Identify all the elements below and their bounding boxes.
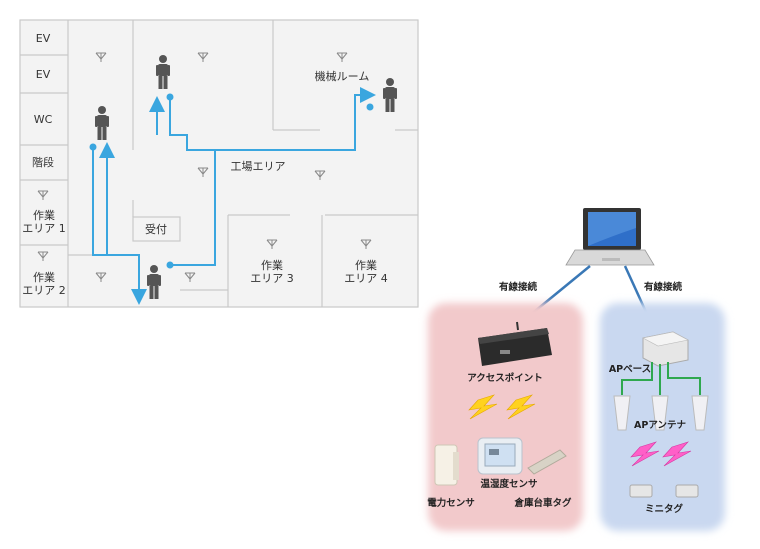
power-sensor-label: 電力センサ (427, 497, 475, 509)
ap-base-icon (642, 331, 689, 367)
path-to-machine (187, 87, 376, 151)
laptop-icon (565, 208, 655, 266)
room-label-work2-line1: 作業 (33, 271, 55, 284)
wired-link-right-label: 有線接続 (644, 281, 683, 293)
cart-tag-icon (527, 449, 567, 475)
room-label-work3-line1: 作業 (261, 259, 283, 272)
temperature-sensor-label: 温湿度センサ (480, 478, 537, 490)
room-label-work4-line1: 作業 (355, 259, 377, 272)
ap-base-label: APベース (609, 364, 651, 375)
mini-tag-icon (629, 484, 699, 498)
cart-tag-label: 倉庫台車タグ (513, 497, 572, 509)
room-label-factory: 工場エリア (231, 160, 286, 173)
active-tag-panel (428, 303, 583, 531)
floor-plan (19, 19, 419, 308)
room-label-work1-line2: エリア 1 (22, 222, 66, 235)
room-label-ev1: EV (36, 32, 51, 45)
path-start-dot (166, 93, 174, 101)
path-start-dot (89, 143, 97, 151)
room-label-work2-line2: エリア 2 (22, 284, 66, 297)
lightning-icon (468, 394, 536, 420)
room-label-work3-line2: エリア 3 (250, 272, 294, 285)
path-start-dot (166, 261, 174, 269)
room-label-work4-line2: エリア 4 (344, 272, 388, 285)
room-label-stairs: 階段 (32, 155, 54, 169)
room-label-wc: WC (34, 113, 53, 126)
wired-link-left-label: 有線接続 (499, 281, 538, 293)
room-label-ev2: EV (36, 68, 51, 81)
antenna-cables (621, 362, 701, 395)
path-left-down (92, 148, 147, 305)
room-label-reception: 受付 (145, 223, 167, 236)
floor-outline (19, 19, 419, 308)
mini-tag-label: ミニタグ (645, 503, 684, 515)
access-point-label: アクセスポイント (467, 372, 543, 384)
room-label-machine: 機械ルーム (315, 69, 370, 83)
temperature-sensor-icon (477, 437, 523, 475)
room-label-work1-line1: 作業 (33, 209, 55, 222)
power-sensor-icon (434, 444, 459, 486)
ap-antenna-label: APアンテナ (634, 420, 686, 431)
lightning-icon (630, 441, 692, 467)
path-start-dot (366, 103, 374, 111)
access-point-device-icon (478, 321, 552, 366)
ap-antenna-icon (613, 395, 709, 431)
movement-paths (92, 87, 376, 305)
